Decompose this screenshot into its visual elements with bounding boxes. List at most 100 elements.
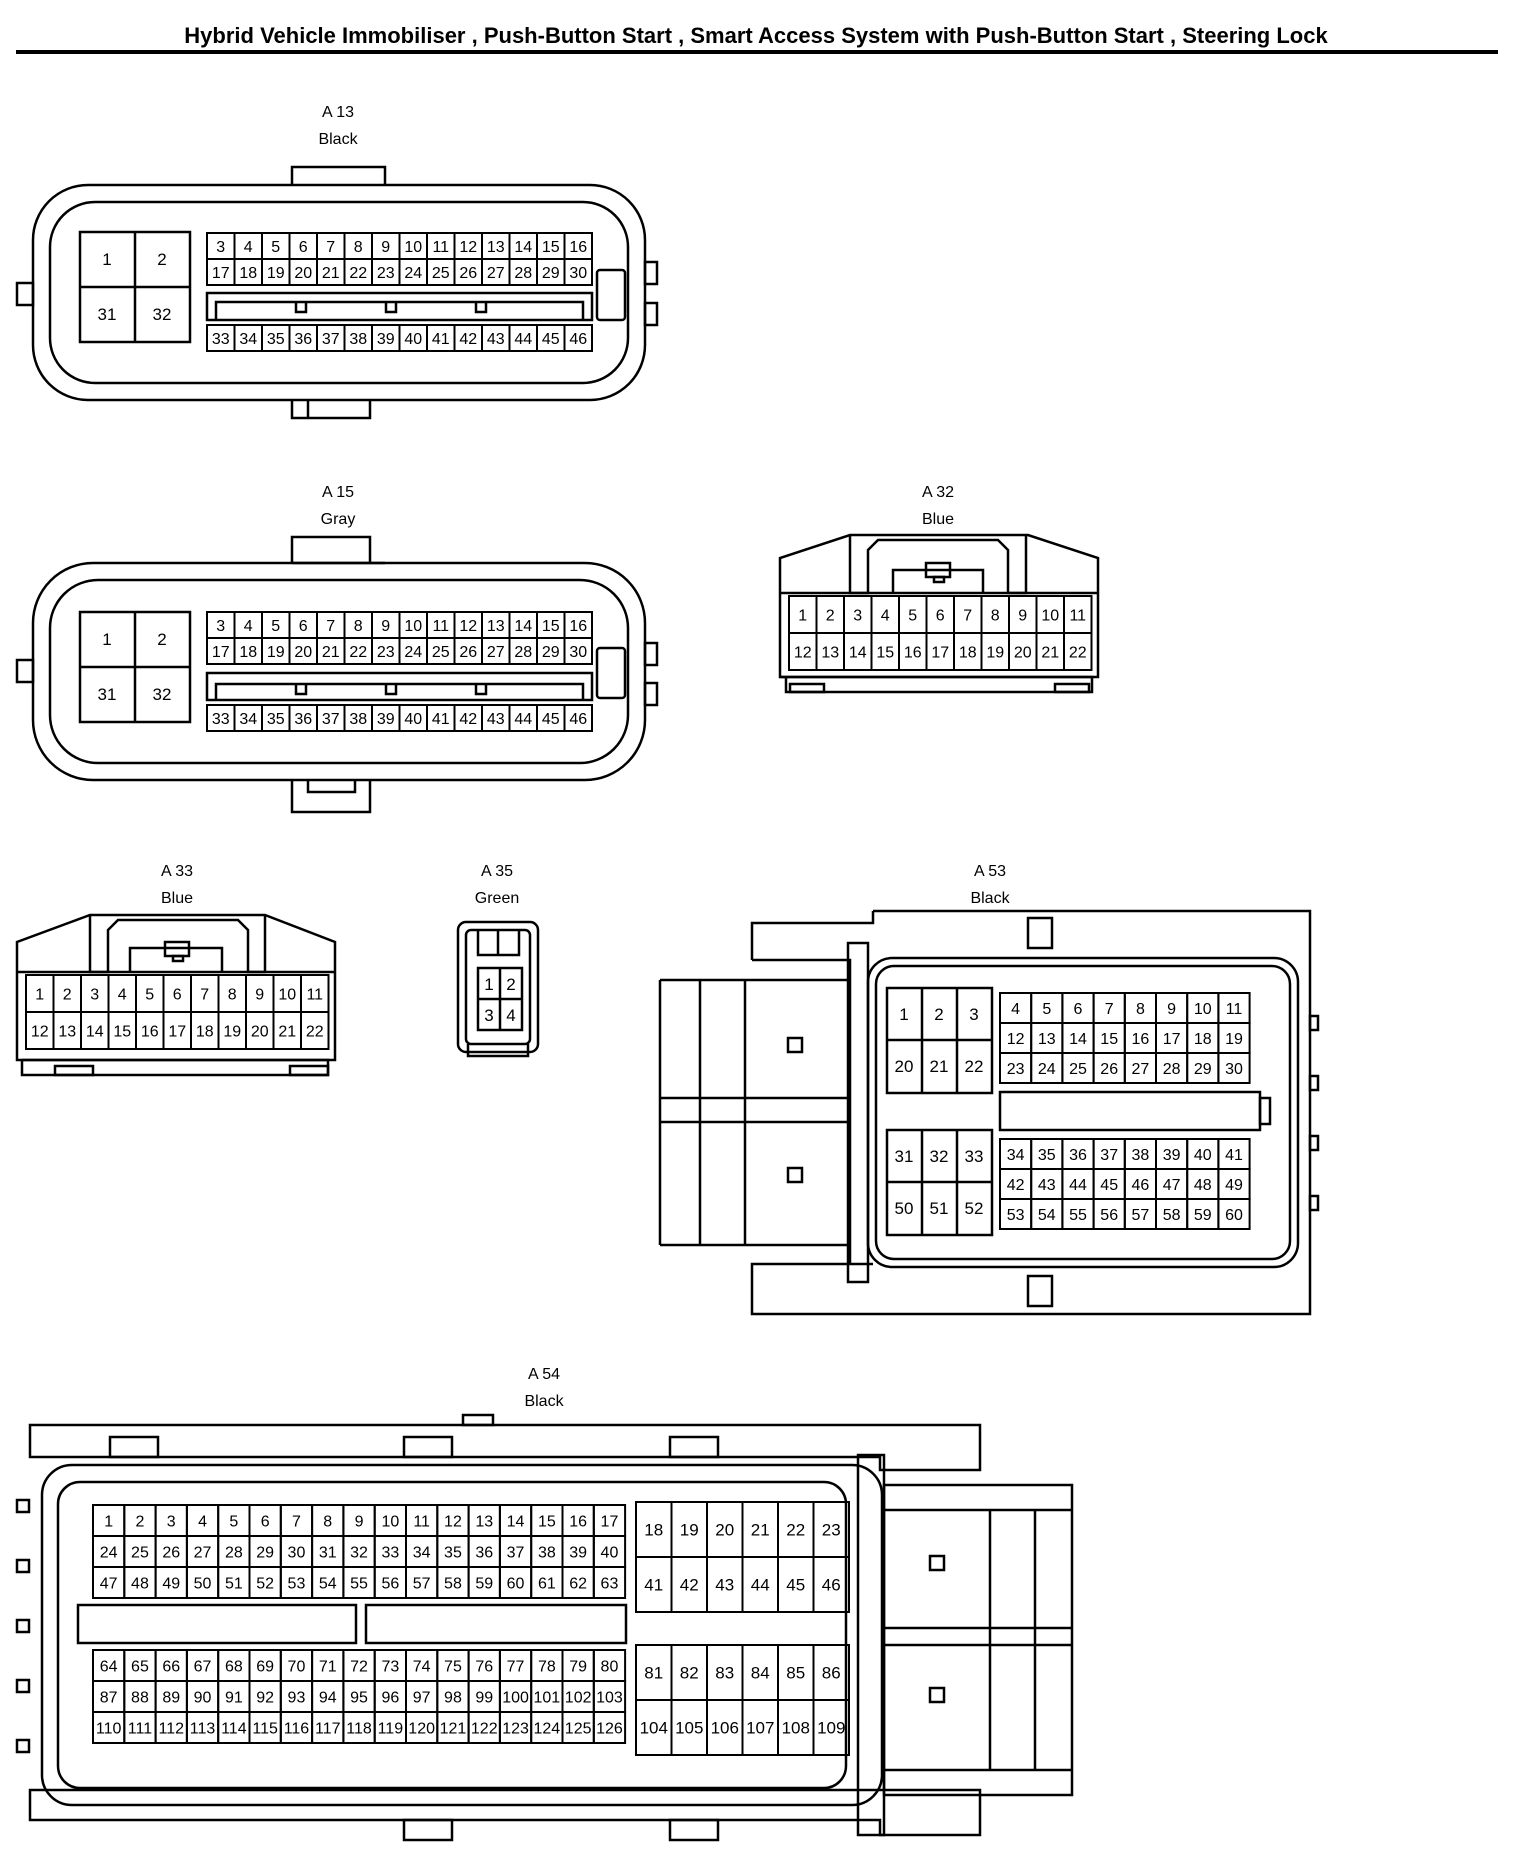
pin-number: 16: [569, 1514, 587, 1531]
pin-number: 117: [315, 1721, 341, 1738]
pin-number: 46: [569, 711, 587, 728]
pin-number: 1: [102, 250, 111, 269]
pin-number: 20: [1014, 645, 1032, 662]
pin-number: 116: [284, 1721, 310, 1738]
pin-number: 1: [899, 1005, 908, 1024]
pin-number: 46: [569, 331, 587, 348]
pin-number: 27: [194, 1545, 212, 1562]
pin-cell: [592, 1566, 627, 1599]
pin-number: 16: [1132, 1031, 1150, 1048]
pin-number: 12: [459, 239, 477, 256]
pin-number: 21: [278, 1024, 296, 1041]
pin-number: 18: [644, 1521, 663, 1540]
pin-number: 45: [542, 711, 560, 728]
pin-number: 26: [162, 1545, 180, 1562]
pin-number: 9: [355, 1514, 364, 1531]
pin-number: 13: [475, 1514, 493, 1531]
pin-number: 29: [256, 1545, 274, 1562]
pin-number: 22: [965, 1057, 984, 1076]
pin-number: 67: [194, 1659, 212, 1676]
pin-number: 31: [98, 305, 117, 324]
pin-number: 15: [538, 1514, 556, 1531]
pin-number: 17: [212, 644, 230, 661]
pin-number: 83: [715, 1664, 734, 1683]
pin-number: 18: [239, 265, 257, 282]
connector-id-label: A 13: [322, 104, 354, 121]
pin-number: 15: [113, 1024, 131, 1041]
connector-color-label: Black: [318, 131, 358, 148]
pin-number: 7: [1105, 1001, 1114, 1018]
connector-id-label: A 54: [528, 1366, 560, 1383]
pin-number: 2: [157, 250, 166, 269]
pin-number: 23: [1007, 1061, 1025, 1078]
pin-number: 14: [849, 645, 867, 662]
pin-number: 12: [794, 645, 812, 662]
pin-number: 28: [1163, 1061, 1181, 1078]
pin-number: 27: [487, 265, 505, 282]
pin-number: 87: [100, 1690, 118, 1707]
pin-number: 34: [239, 331, 257, 348]
pin-number: 5: [1042, 1001, 1051, 1018]
pin-number: 52: [256, 1576, 274, 1593]
pin-number: 28: [225, 1545, 243, 1562]
pin-number: 13: [1038, 1031, 1056, 1048]
pin-number: 84: [751, 1664, 770, 1683]
pin-number: 96: [381, 1690, 399, 1707]
pin-number: 3: [216, 618, 225, 635]
pin-number: 89: [162, 1690, 180, 1707]
pin-number: 2: [157, 630, 166, 649]
pin-number: 2: [506, 975, 515, 994]
pin-number: 36: [1069, 1147, 1087, 1164]
pin-number: 41: [432, 711, 450, 728]
pin-number: 12: [1007, 1031, 1025, 1048]
pin-number: 28: [514, 265, 532, 282]
pin-number: 23: [377, 265, 395, 282]
pin-number: 8: [228, 987, 237, 1004]
pin-number: 11: [413, 1514, 430, 1531]
pin-number: 21: [1041, 645, 1059, 662]
pin-number: 13: [821, 645, 839, 662]
pin-number: 21: [322, 644, 340, 661]
pin-number: 18: [1194, 1031, 1212, 1048]
pin-number: 42: [459, 331, 477, 348]
pin-number: 49: [1225, 1177, 1243, 1194]
pin-number: 31: [319, 1545, 337, 1562]
pin-number: 46: [1132, 1177, 1150, 1194]
pin-number: 99: [475, 1690, 493, 1707]
pin-number: 13: [487, 239, 505, 256]
pin-number: 21: [322, 265, 340, 282]
pin-number: 5: [271, 618, 280, 635]
pin-number: 4: [198, 1514, 207, 1531]
pin-number: 15: [542, 618, 560, 635]
pin-number: 15: [542, 239, 560, 256]
pin-number: 24: [404, 265, 422, 282]
pin-number: 25: [1069, 1061, 1087, 1078]
pin-number: 3: [969, 1005, 978, 1024]
pin-number: 93: [288, 1690, 306, 1707]
pin-number: 8: [354, 618, 363, 635]
pin-number: 22: [306, 1024, 324, 1041]
pin-number: 12: [31, 1024, 49, 1041]
pin-number: 25: [432, 265, 450, 282]
pin-number: 10: [381, 1514, 399, 1531]
pin-number: 54: [319, 1576, 337, 1593]
pin-number: 49: [162, 1576, 180, 1593]
pin-number: 63: [601, 1576, 619, 1593]
pin-number: 37: [1100, 1147, 1118, 1164]
connector-a35: A 35 Green: [456, 863, 540, 1058]
pin-number: 18: [196, 1024, 214, 1041]
pin-number: 52: [965, 1199, 984, 1218]
pin-number: 11: [1226, 1001, 1243, 1018]
connector-color-label: Gray: [321, 511, 356, 528]
pin-number: 50: [895, 1199, 914, 1218]
pin-number: 55: [350, 1576, 368, 1593]
pin-number: 86: [822, 1664, 841, 1683]
pin-number: 126: [596, 1721, 623, 1738]
